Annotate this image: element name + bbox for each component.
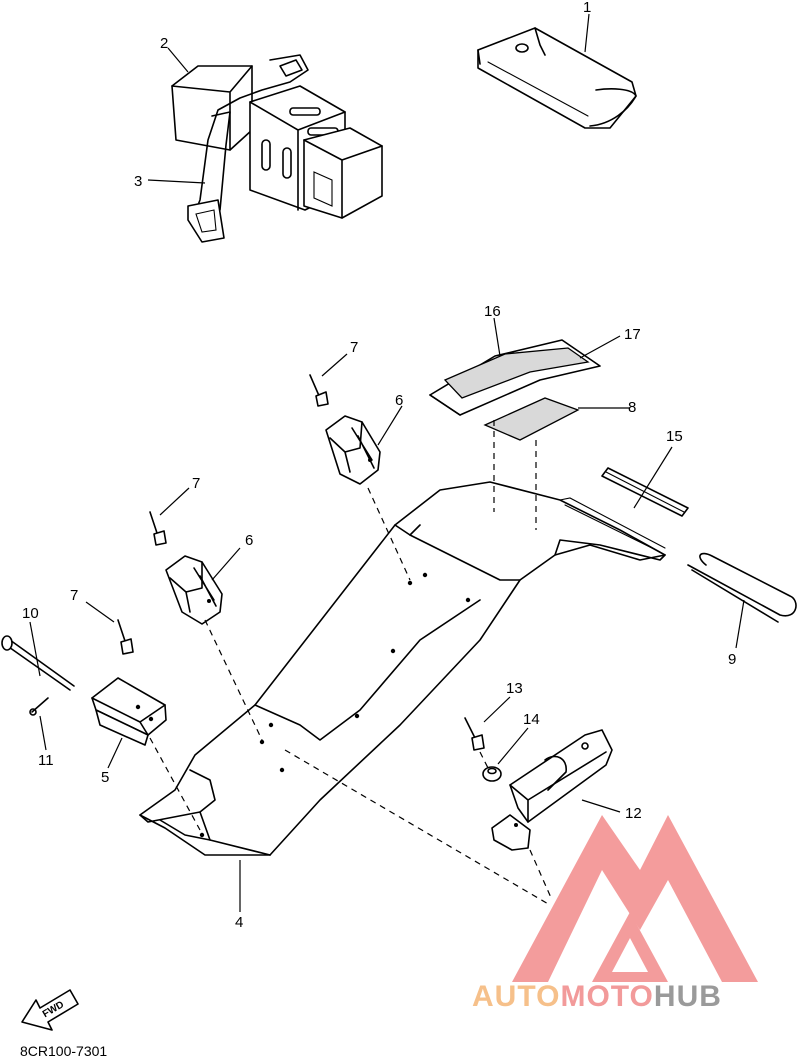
part-16-17-seat-pad (429, 339, 601, 416)
callout-7-middle: 7 (192, 475, 200, 492)
part-code: 8CR100-7301 (20, 1043, 107, 1059)
callout-9: 9 (728, 651, 736, 668)
part-14-nut (482, 766, 502, 782)
callout-2: 2 (160, 35, 168, 52)
part-8-pad (483, 397, 580, 441)
part-6-clip-upper (325, 415, 381, 485)
watermark-moto: MOTO (560, 980, 653, 1013)
callout-6-lower: 6 (245, 532, 253, 549)
watermark-text: AUTOMOTOHUB (472, 980, 722, 1013)
callout-3: 3 (134, 173, 142, 190)
callout-1: 1 (583, 0, 591, 16)
leader-lines (29, 13, 745, 912)
callout-6-upper: 6 (395, 392, 403, 409)
svg-text:AUTOMOTOHUB: AUTOMOTOHUB (472, 980, 722, 1013)
callout-4: 4 (235, 914, 243, 931)
callout-11: 11 (38, 752, 54, 769)
part-3-strap (187, 54, 309, 243)
part-2-tool-pouch (171, 65, 383, 219)
callout-7-lower: 7 (70, 587, 78, 604)
callout-13: 13 (506, 680, 523, 697)
callout-12: 12 (625, 805, 642, 822)
callout-7-upper: 7 (350, 339, 358, 356)
part-5-bracket (91, 677, 167, 746)
part-7-screws (117, 374, 329, 655)
part-12-bracket (491, 729, 613, 851)
part-6-clip-lower (165, 555, 223, 625)
assembly-lines (149, 420, 553, 906)
callout-17: 17 (624, 326, 641, 343)
callout-labels: 1 2 3 4 5 6 6 7 7 7 8 9 10 11 12 13 14 1… (22, 0, 736, 931)
part-11-pin (29, 697, 49, 716)
part-1-tool-bag (477, 27, 637, 129)
callout-16: 16 (484, 303, 501, 320)
part-9-hook (687, 552, 797, 623)
callout-10: 10 (22, 605, 39, 622)
callout-15: 15 (666, 428, 683, 445)
part-4-rear-fender (139, 481, 666, 856)
watermark-logo (512, 815, 758, 982)
part-13-screw (464, 717, 485, 751)
callout-5: 5 (101, 769, 109, 786)
part-15-strip (601, 467, 689, 517)
watermark-hub: HUB (654, 980, 722, 1013)
fwd-arrow-icon: FWD (21, 989, 79, 1031)
callout-14: 14 (523, 711, 540, 728)
watermark-auto: AUTO (472, 980, 560, 1013)
callout-8: 8 (628, 399, 636, 416)
